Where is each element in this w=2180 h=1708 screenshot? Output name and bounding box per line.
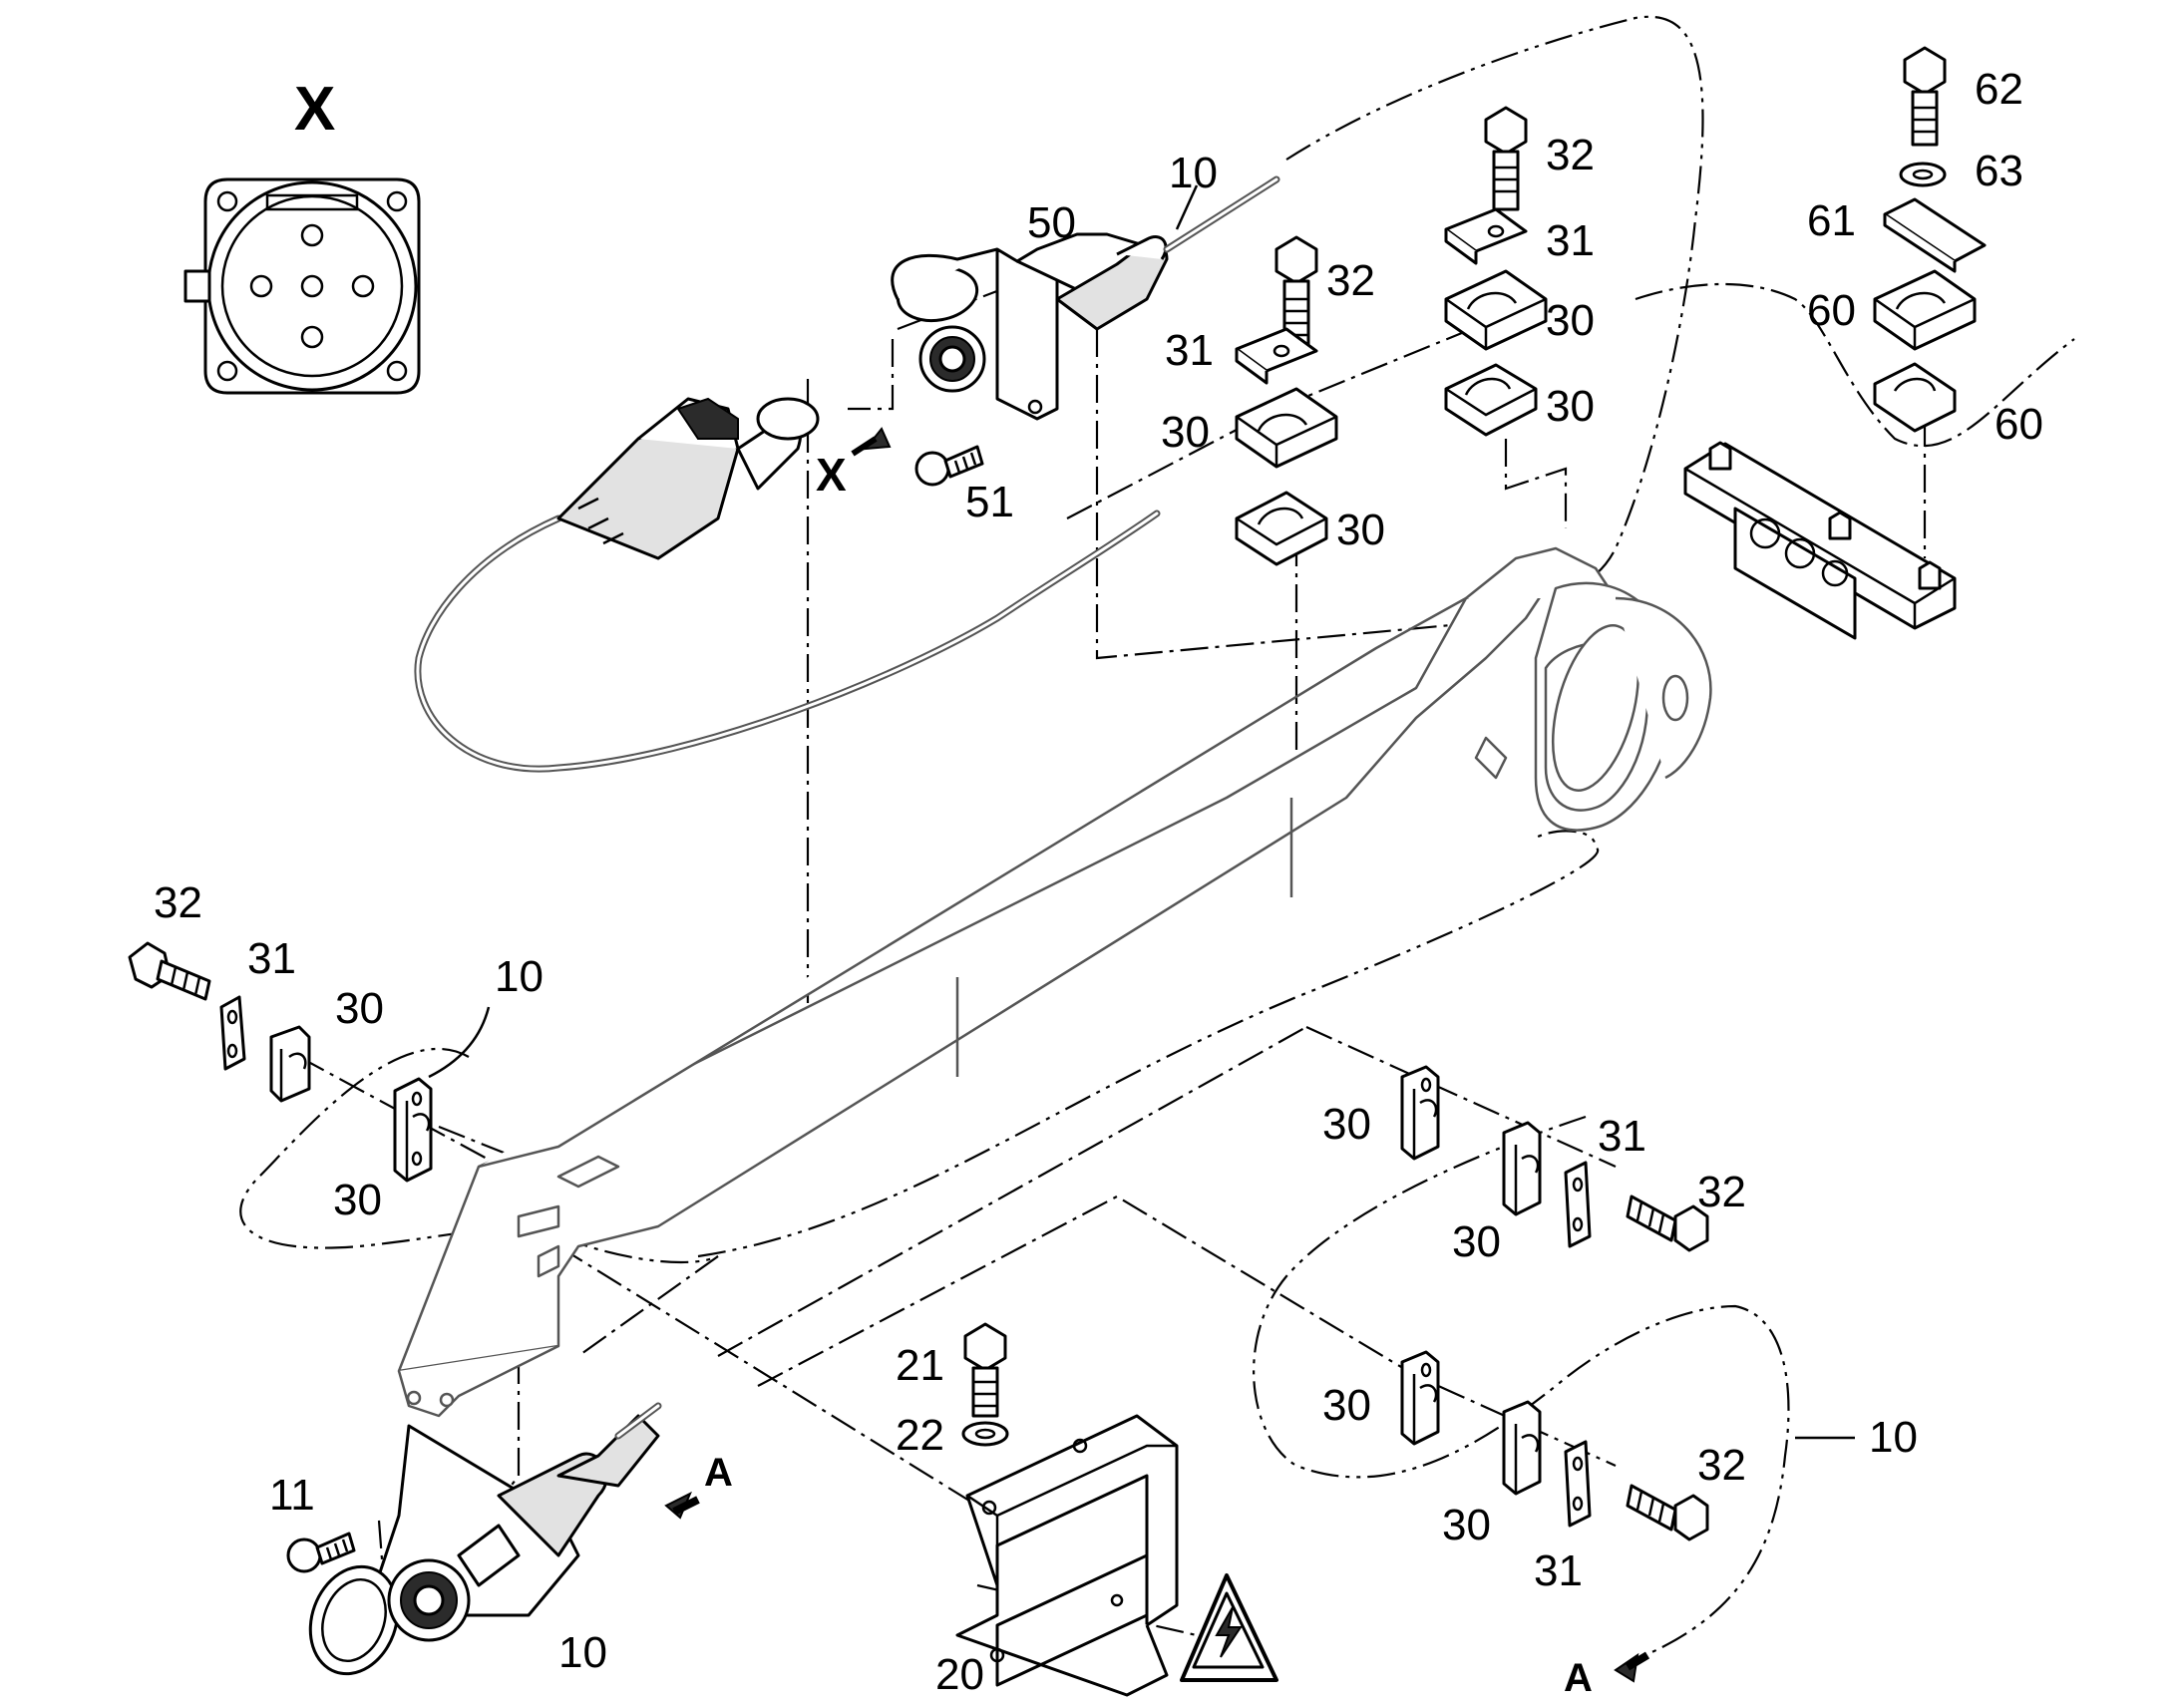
clamp-set-right-upper — [1400, 1065, 1709, 1252]
cable-10-top — [1163, 175, 1280, 253]
callout-60a: 60 — [1807, 286, 1856, 335]
clamp-set-right-lower — [1400, 1350, 1709, 1541]
cable-route-left-loop — [239, 1048, 719, 1264]
view-x-socket-face: X — [183, 75, 421, 395]
clamp-stack-top-right — [1444, 106, 1548, 437]
callout-22: 22 — [896, 1411, 944, 1460]
callout-30f: 30 — [333, 1176, 382, 1224]
callouts: 62 63 61 60 60 10 50 51 32 31 30 30 32 3… — [154, 65, 2043, 1699]
callout-30e: 30 — [335, 984, 384, 1033]
callout-51: 51 — [965, 478, 1014, 526]
callout-10-top: 10 — [1169, 149, 1218, 197]
mounting-bracket-right — [1683, 46, 1987, 640]
washer-22 — [961, 1421, 1009, 1447]
callout-31a: 31 — [1165, 326, 1214, 375]
screw-51 — [914, 445, 984, 487]
callout-32b: 32 — [1546, 131, 1595, 179]
clamp-set-left — [128, 941, 433, 1183]
warning-voltage-icon — [1180, 1573, 1278, 1682]
callout-50: 50 — [1027, 198, 1076, 247]
callout-30g: 30 — [1322, 1100, 1371, 1149]
callout-30a: 30 — [1161, 408, 1210, 457]
screw-11 — [286, 1532, 356, 1573]
cover-20 — [955, 1414, 1179, 1697]
callout-32d: 32 — [1697, 1168, 1746, 1216]
ref-arrow-a-top: A — [664, 1451, 733, 1520]
callout-30d: 30 — [1546, 382, 1595, 431]
callout-61: 61 — [1807, 196, 1856, 245]
callout-62: 62 — [1975, 65, 2023, 114]
plug-connector — [556, 397, 820, 560]
boom-arm — [397, 546, 1712, 1418]
callout-32c: 32 — [154, 878, 202, 927]
cable-10-loop — [414, 510, 1161, 773]
callout-60b: 60 — [1995, 400, 2043, 449]
callout-21: 21 — [896, 1341, 944, 1390]
view-x-label: X — [294, 75, 335, 144]
ref-arrow-a-bottom: A — [1564, 1651, 1650, 1700]
socket-connector-10-bottom — [308, 1402, 662, 1676]
callout-32e: 32 — [1697, 1441, 1746, 1490]
callout-30i: 30 — [1322, 1381, 1371, 1430]
callout-11: 11 — [269, 1471, 315, 1520]
view-x-arrow-label: X — [816, 449, 847, 501]
socket-50 — [891, 232, 1169, 421]
callout-31c: 31 — [247, 934, 296, 983]
clamp-stack-top-left — [1235, 235, 1338, 566]
view-x-arrow: X — [816, 427, 892, 501]
callout-63: 63 — [1975, 147, 2023, 195]
callout-20: 20 — [935, 1650, 984, 1699]
bolt-21 — [963, 1322, 1007, 1418]
callout-10-right: 10 — [1869, 1413, 1918, 1462]
callout-31e: 31 — [1534, 1546, 1583, 1595]
ref-arrow-a-bottom-label: A — [1564, 1656, 1593, 1700]
callout-30c: 30 — [1546, 296, 1595, 345]
callout-10-bottom: 10 — [558, 1628, 607, 1677]
callout-30j: 30 — [1442, 1501, 1491, 1549]
callout-leaders — [428, 184, 1855, 1440]
callout-10-mid: 10 — [495, 952, 544, 1001]
callout-31d: 31 — [1598, 1112, 1646, 1161]
cable-route-top-loop — [1285, 15, 1704, 598]
callout-30h: 30 — [1452, 1217, 1501, 1266]
callout-30b: 30 — [1336, 506, 1385, 554]
callout-31b: 31 — [1546, 216, 1595, 265]
ref-arrow-a-top-label: A — [704, 1451, 733, 1495]
callout-32a: 32 — [1326, 256, 1375, 305]
